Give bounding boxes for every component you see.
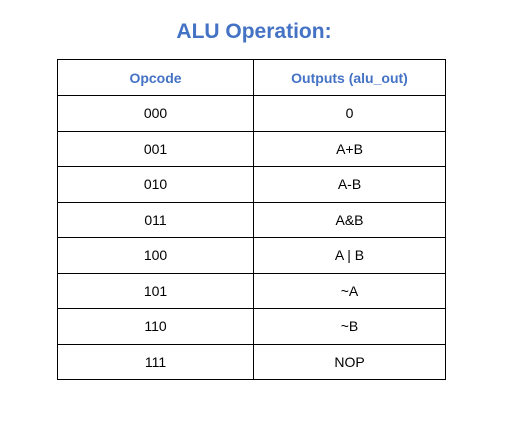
- table-row: 101 ~A: [57, 272, 446, 309]
- table-row: 010 A-B: [57, 166, 446, 203]
- output-cell: NOP: [253, 343, 446, 380]
- table-row: 110 ~B: [57, 308, 446, 345]
- table-row: 111 NOP: [57, 343, 446, 380]
- alu-operation-table: Opcode Outputs (alu_out) 000 0 001 A+B 0…: [57, 59, 446, 380]
- table-row: 000 0: [57, 95, 446, 132]
- header-outputs: Outputs (alu_out): [253, 59, 446, 96]
- output-cell: ~B: [253, 308, 446, 345]
- opcode-cell: 011: [57, 201, 254, 238]
- opcode-cell: 101: [57, 272, 254, 309]
- output-cell: A+B: [253, 130, 446, 167]
- opcode-cell: 000: [57, 95, 254, 132]
- table-row: 001 A+B: [57, 130, 446, 167]
- opcode-cell: 111: [57, 343, 254, 380]
- output-cell: A-B: [253, 166, 446, 203]
- opcode-cell: 110: [57, 308, 254, 345]
- output-cell: ~A: [253, 272, 446, 309]
- table-row: 011 A&B: [57, 201, 446, 238]
- opcode-cell: 010: [57, 166, 254, 203]
- opcode-cell: 001: [57, 130, 254, 167]
- output-cell: A&B: [253, 201, 446, 238]
- output-cell: A | B: [253, 237, 446, 274]
- table-row: 100 A | B: [57, 237, 446, 274]
- header-opcode: Opcode: [57, 59, 254, 96]
- table-header-row: Opcode Outputs (alu_out): [57, 59, 446, 96]
- output-cell: 0: [253, 95, 446, 132]
- opcode-cell: 100: [57, 237, 254, 274]
- page-title: ALU Operation:: [176, 20, 332, 43]
